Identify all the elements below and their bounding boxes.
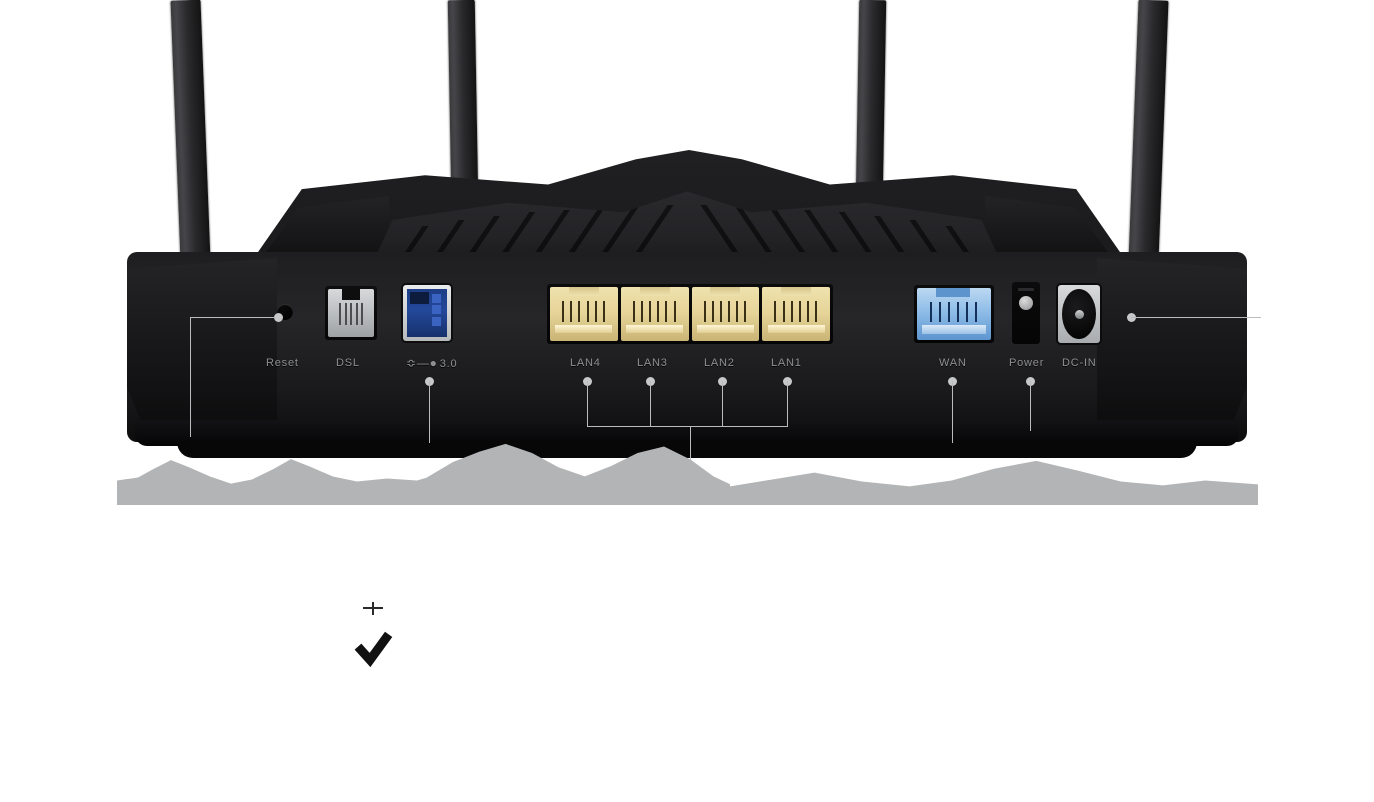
port-label-wan: WAN <box>939 357 967 369</box>
dc-in-jack[interactable] <box>1058 285 1100 343</box>
download-disk-icon <box>515 596 611 688</box>
chassis-wing-right <box>1097 258 1247 438</box>
port-label-power: Power <box>1009 357 1045 369</box>
callout-line-lan-bus-mid <box>651 426 722 427</box>
callout-line-reset-h <box>190 317 276 318</box>
callout-line-lan-stem <box>690 426 691 468</box>
feature-icon-strip <box>310 591 910 692</box>
callout-line-lan-bus-left <box>587 426 651 427</box>
callout-line-lan-bus-right <box>722 426 788 427</box>
usb-icon: ≎—● <box>406 356 438 370</box>
callout-line-lan2 <box>722 381 723 426</box>
port-label-lan2: LAN2 <box>704 357 735 369</box>
chassis-base-lip <box>135 420 1239 446</box>
usb-3-port[interactable] <box>403 285 451 341</box>
callout-line-reset-v <box>190 317 191 437</box>
callout-line-wan <box>952 381 953 443</box>
chassis-wing-left <box>127 258 277 438</box>
chassis-foot-shadow <box>177 442 1197 458</box>
port-label-dcin: DC-IN <box>1062 357 1097 369</box>
dsl-port[interactable] <box>325 286 377 340</box>
port-label-dsl: DSL <box>336 357 360 369</box>
port-label-reset: Reset <box>266 357 299 369</box>
feature-cell-3 <box>730 591 860 692</box>
port-label-usb: ≎—●3.0 <box>406 356 457 370</box>
lan-port-bank <box>547 284 833 344</box>
wan-port[interactable] <box>914 285 994 343</box>
chassis-main-body <box>127 252 1247 442</box>
port-label-lan4: LAN4 <box>570 357 601 369</box>
callout-line-power <box>1030 381 1031 431</box>
feature-cell-1 <box>310 591 435 692</box>
feature-cell-2 <box>498 591 628 692</box>
port-label-usb-text: 3.0 <box>439 358 458 370</box>
callout-dot-reset <box>274 313 283 322</box>
rear-port-row <box>255 280 1100 344</box>
printer-icon <box>749 598 841 685</box>
callout-line-lan4 <box>587 381 588 426</box>
lan-port-2[interactable] <box>691 287 760 341</box>
port-label-lan1: LAN1 <box>771 357 802 369</box>
lan-port-4[interactable] <box>550 287 618 341</box>
port-label-lan3: LAN3 <box>637 357 668 369</box>
lan-port-1[interactable] <box>762 287 830 341</box>
lan-port-3[interactable] <box>620 287 689 341</box>
callout-line-usb <box>429 381 430 443</box>
power-switch[interactable] <box>1012 282 1040 344</box>
callout-line-lan3 <box>650 381 651 426</box>
router-rear-panel-photo <box>117 0 1257 505</box>
callout-line-right <box>1131 317 1261 318</box>
bulb-check-icon <box>345 600 401 684</box>
callout-line-lan1 <box>787 381 788 426</box>
